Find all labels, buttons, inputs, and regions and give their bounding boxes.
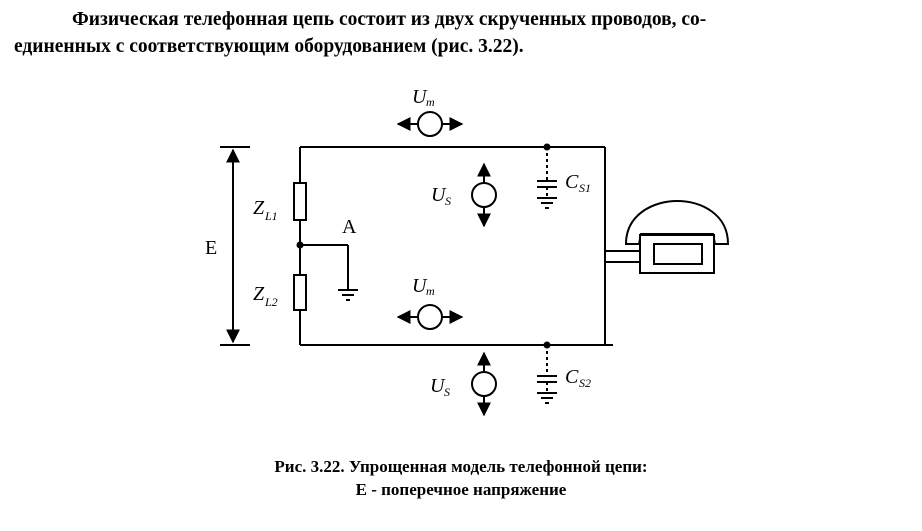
label-cs2-main: C bbox=[565, 366, 579, 388]
label-a: A bbox=[342, 216, 357, 238]
um-source-bottom bbox=[396, 304, 464, 330]
us-source-top bbox=[471, 162, 497, 228]
resistor-zl1 bbox=[293, 182, 307, 221]
label-us-bottom: U S bbox=[430, 375, 450, 399]
label-zl1-main: Z bbox=[253, 197, 265, 219]
figure-caption: Рис. 3.22. Упрощенная модель телефонной … bbox=[0, 455, 922, 501]
junction-dots bbox=[296, 143, 551, 349]
label-um-top-sub: m bbox=[426, 95, 435, 109]
paragraph-line-2: единенных с соответствующим оборудование… bbox=[14, 36, 524, 57]
caption-line-2: E - поперечное напряжение bbox=[355, 480, 567, 499]
label-us-top-sub: S bbox=[445, 194, 451, 208]
label-us-bottom-main: U bbox=[430, 375, 446, 397]
label-um-bottom-main: U bbox=[412, 275, 428, 297]
node-a-ground bbox=[300, 244, 358, 301]
paragraph-line-1: Физическая телефонная цепь состоит из дв… bbox=[72, 9, 707, 30]
label-zl2-sub: L2 bbox=[264, 295, 278, 309]
label-cs1: C S1 bbox=[565, 171, 591, 195]
label-um-top-main: U bbox=[412, 86, 428, 108]
label-zl1: Z L1 bbox=[253, 197, 278, 223]
capacitor-cs1 bbox=[537, 147, 557, 209]
label-us-top-main: U bbox=[431, 184, 447, 206]
label-zl1-sub: L1 bbox=[264, 209, 278, 223]
e-voltage-arrow bbox=[220, 146, 250, 346]
capacitor-cs2 bbox=[537, 345, 557, 404]
us-source-bottom bbox=[471, 351, 497, 417]
label-cs1-main: C bbox=[565, 171, 579, 193]
body-paragraph: Физическая телефонная цепь состоит из дв… bbox=[14, 6, 908, 60]
resistor-zl2 bbox=[293, 274, 307, 311]
label-us-bottom-sub: S bbox=[444, 385, 450, 399]
label-um-bottom: U m bbox=[412, 275, 435, 298]
label-us-top: U S bbox=[431, 184, 451, 208]
caption-line-1: Рис. 3.22. Упрощенная модель телефонной … bbox=[274, 457, 648, 476]
um-source-top bbox=[396, 111, 464, 137]
label-e: E bbox=[205, 237, 217, 259]
label-cs2: C S2 bbox=[565, 366, 591, 390]
label-zl2: Z L2 bbox=[253, 283, 278, 309]
label-um-top: U m bbox=[412, 86, 435, 109]
label-um-bottom-sub: m bbox=[426, 284, 435, 298]
label-cs2-sub: S2 bbox=[579, 376, 591, 390]
label-zl2-main: Z bbox=[253, 283, 265, 305]
label-cs1-sub: S1 bbox=[579, 181, 591, 195]
telephone-handset-icon bbox=[605, 199, 730, 274]
